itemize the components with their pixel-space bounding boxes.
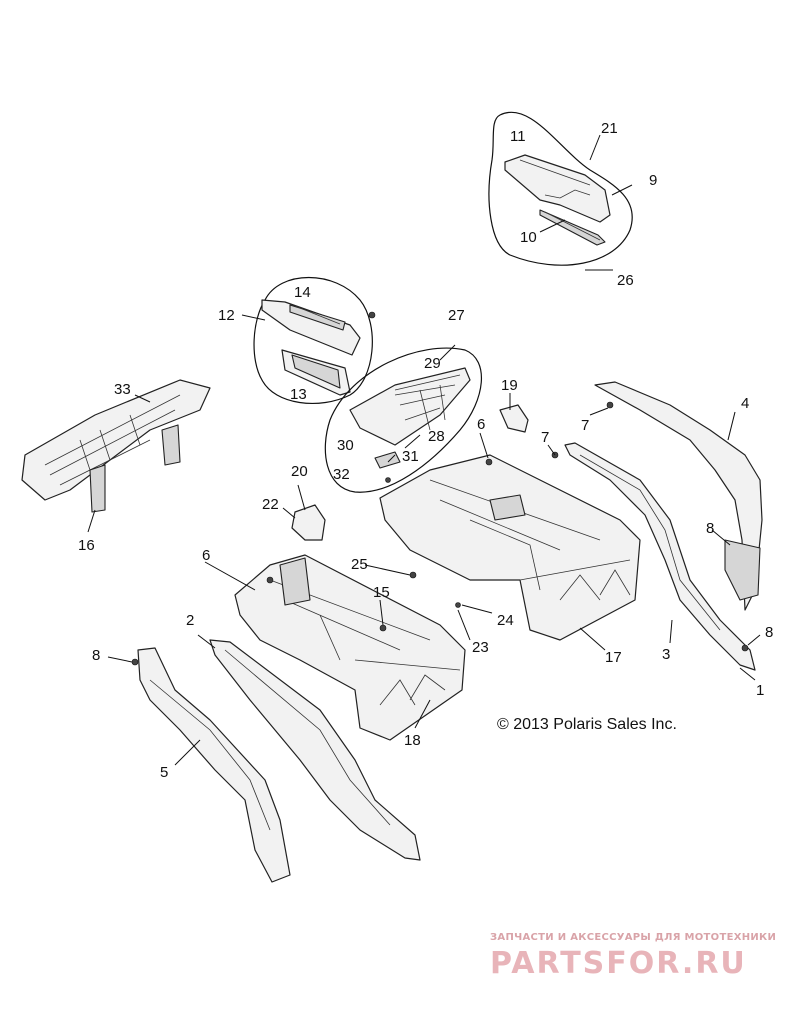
callout-23: 23 [472,639,489,656]
callout-32: 32 [333,466,350,483]
part-18 [234,554,466,741]
callout-16: 16 [78,537,95,554]
callout-15: 15 [373,584,390,601]
part-17 [379,454,641,641]
callout-25: 25 [351,556,368,573]
callout-30: 30 [337,437,354,454]
callout-20: 20 [291,463,308,480]
watermark: ЗАПЧАСТИ И АКСЕССУАРЫ ДЛЯ МОТОТЕХНИКИ PA… [490,932,776,981]
part-group-9 [488,111,633,266]
copyright-notice: © 2013 Polaris Sales Inc. [497,716,677,733]
part-group-12 [253,276,373,405]
part-5 [137,647,291,883]
callout-10: 10 [520,229,537,246]
callout-31: 31 [402,448,419,465]
callout-27: 27 [448,307,465,324]
callout-6-upper: 6 [477,416,485,433]
part-4 [594,381,763,611]
callout-14: 14 [294,284,311,301]
watermark-logo: PARTSFOR.RU [490,946,747,981]
callout-4: 4 [741,395,749,412]
leader-lines [87,134,761,766]
callout-21: 21 [601,120,618,137]
part-20-22 [291,504,326,541]
callout-29: 29 [424,355,441,372]
callout-8-left: 8 [92,647,100,664]
part-2 [209,639,421,861]
callout-5: 5 [160,764,168,781]
callout-22: 22 [262,496,279,513]
part-33 [21,379,211,513]
callout-7-right: 7 [541,429,549,446]
callout-9: 9 [649,172,657,189]
callout-2: 2 [186,612,194,629]
callout-6-lower: 6 [202,547,210,564]
part-19 [499,404,529,433]
callout-13: 13 [290,386,307,403]
callout-1: 1 [756,682,764,699]
callout-8-right: 8 [706,520,714,537]
callout-3: 3 [662,646,670,663]
fasteners [131,311,749,666]
callout-7-upper: 7 [581,417,589,434]
part-group-27 [324,347,483,493]
callout-18: 18 [404,732,421,749]
callout-26: 26 [617,272,634,289]
part-1 [564,442,756,671]
callout-33: 33 [114,381,131,398]
callout-17: 17 [605,649,622,666]
callout-19: 19 [501,377,518,394]
callout-28: 28 [428,428,445,445]
callout-12: 12 [218,307,235,324]
callout-11: 11 [510,128,526,145]
callout-24: 24 [497,612,514,629]
callout-labels: 1 2 3 4 5 6 6 7 7 8 8 8 9 10 11 12 13 14… [78,120,773,781]
callout-8-lower-right: 8 [765,624,773,641]
watermark-tagline: ЗАПЧАСТИ И АКСЕССУАРЫ ДЛЯ МОТОТЕХНИКИ [490,932,776,943]
